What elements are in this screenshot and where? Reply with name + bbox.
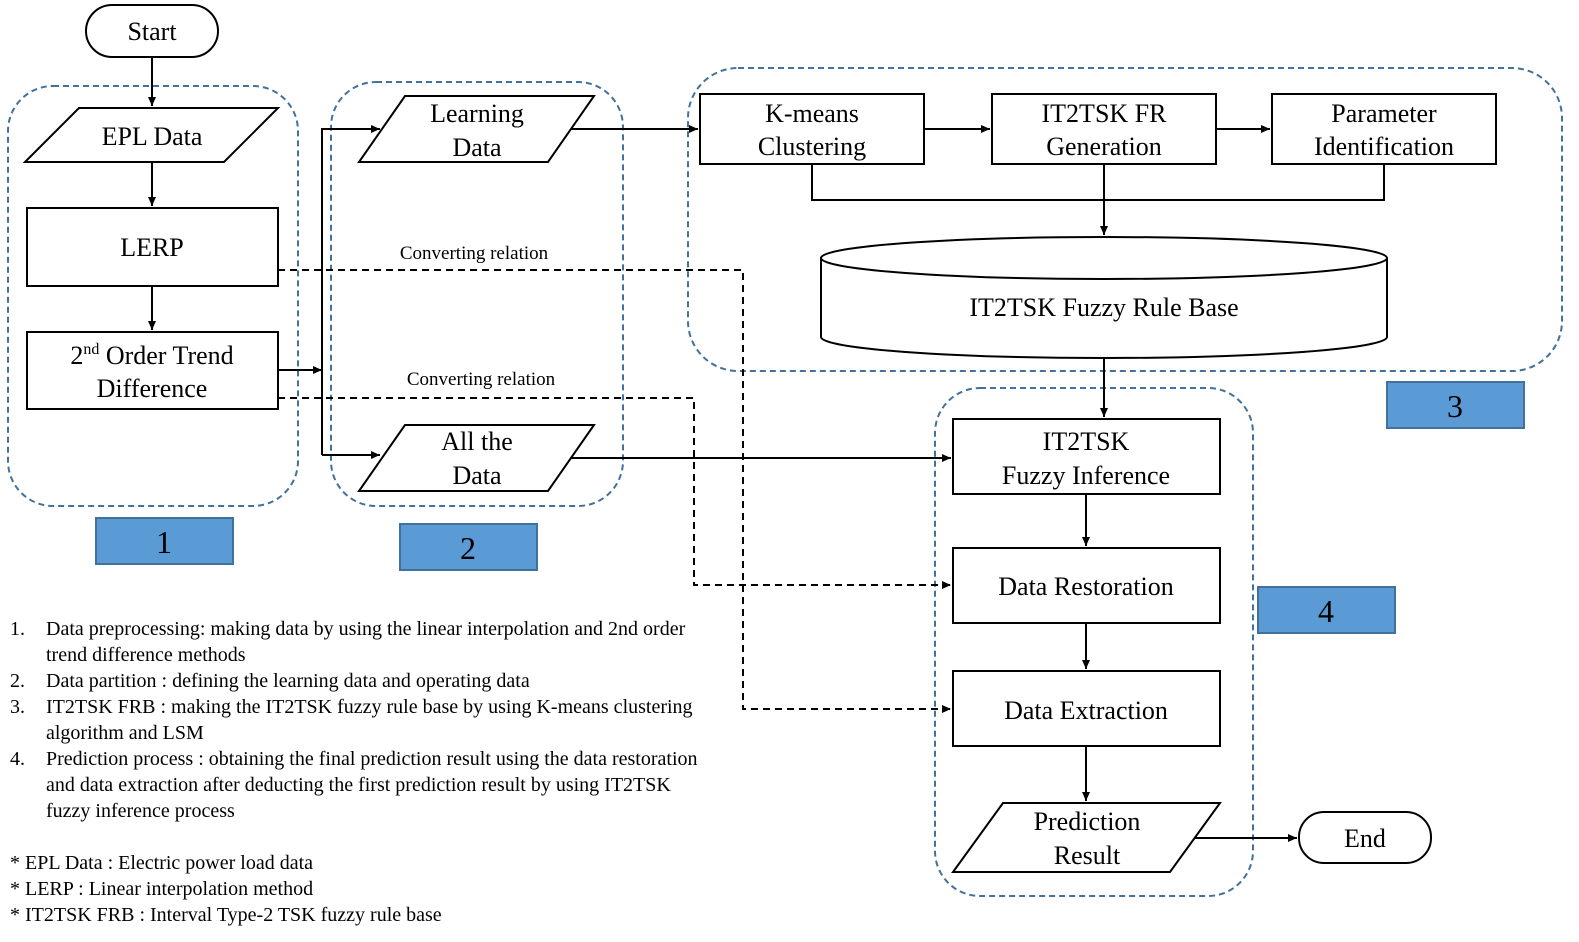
trend-difference-line2: Difference (97, 374, 208, 403)
legend-item-number: 4. (10, 748, 25, 770)
all-data-node (357, 424, 596, 492)
kmeans-line1: K-means (765, 99, 859, 128)
fr-generation-node (991, 93, 1217, 165)
prediction-result-line1: Prediction (1034, 807, 1141, 836)
group-4-container (934, 387, 1254, 897)
legend-item-number: 2. (10, 670, 25, 692)
legend-item: 2. Data partition : defining the learning… (10, 668, 710, 694)
parameter-line2: Identification (1314, 132, 1454, 161)
group-1-label: 1 (156, 524, 172, 560)
note-epl: * EPL Data : Electric power load data (10, 852, 314, 874)
legend-item-number: 1. (10, 618, 25, 640)
kmeans-node (699, 93, 925, 165)
epl-data-node (22, 107, 281, 163)
data-extraction-label: Data Extraction (1004, 696, 1168, 725)
converting-relation-label-2: Converting relation (407, 369, 556, 390)
legend-item-text: Data preprocessing: making data by using… (46, 618, 686, 666)
lerp-node (26, 207, 279, 287)
legend-item-text: Prediction process : obtaining the final… (46, 748, 698, 822)
group-3-container (687, 67, 1563, 372)
arrow-split-to-learning (321, 125, 380, 455)
group-2-container (330, 81, 624, 507)
data-restoration-node (952, 547, 1221, 624)
kmeans-line2: Clustering (758, 132, 866, 161)
group-1-label-box (95, 517, 234, 565)
group-4-label: 4 (1318, 593, 1334, 629)
fr-generation-line1: IT2TSK FR (1042, 99, 1168, 128)
learning-data-line2: Data (452, 133, 502, 162)
connectors (148, 57, 1385, 842)
legend-item: 3. IT2TSK FRB : making the IT2TSK fuzzy r… (10, 694, 710, 746)
fr-generation-line2: Generation (1046, 132, 1162, 161)
legend-item-text: IT2TSK FRB : making the IT2TSK fuzzy rul… (46, 696, 693, 744)
merge-kmeans-param (811, 164, 1385, 201)
epl-data-label: EPL Data (102, 122, 203, 151)
trend-difference-line1: 2nd Order Trend (70, 341, 233, 370)
group-3-label: 3 (1447, 388, 1463, 424)
group-2-label: 2 (460, 530, 476, 566)
dashed-lerp-to-extraction (278, 269, 951, 713)
group-4-label-box (1257, 586, 1396, 634)
converting-relation-label-1: Converting relation (400, 243, 549, 264)
group-2-label-box (399, 523, 538, 571)
note-lerp: * LERP : Linear interpolation method (10, 878, 314, 900)
data-restoration-label: Data Restoration (998, 572, 1173, 601)
legend: 1. Data preprocessing: making data by usi… (10, 616, 710, 928)
rule-base-label: IT2TSK Fuzzy Rule Base (969, 293, 1238, 322)
legend-item: 1. Data preprocessing: making data by usi… (10, 616, 710, 668)
legend-item-number: 3. (10, 696, 25, 718)
legend-item: 4. Prediction process : obtaining the fin… (10, 746, 710, 824)
prediction-result-line2: Result (1054, 841, 1121, 870)
learning-data-line1: Learning (430, 99, 524, 128)
dashed-trend-to-restoration (278, 397, 951, 589)
fuzzy-inference-line2: Fuzzy Inference (1002, 461, 1170, 490)
prediction-result-node (951, 802, 1222, 873)
legend-list: 1. Data preprocessing: making data by usi… (10, 616, 710, 824)
dashed-connectors (278, 269, 951, 713)
parameter-line1: Parameter (1331, 99, 1437, 128)
note-it2tsk-frb: * IT2TSK FRB : Interval Type-2 TSK fuzzy… (10, 904, 442, 926)
start-label: Start (127, 17, 177, 46)
group-3-label-box (1386, 381, 1525, 429)
end-label: End (1344, 824, 1386, 853)
rule-base-node (820, 236, 1388, 359)
learning-data-node (357, 95, 596, 163)
all-data-line1: All the (441, 427, 513, 456)
legend-item-text: Data partition : defining the learning d… (46, 670, 530, 692)
parameter-identification-node (1271, 93, 1497, 165)
end-terminal (1298, 811, 1432, 864)
fuzzy-inference-node (952, 418, 1221, 495)
lerp-label: LERP (120, 233, 184, 262)
all-data-line2: Data (452, 461, 502, 490)
fuzzy-inference-line1: IT2TSK (1043, 427, 1130, 456)
abbreviation-notes: * EPL Data : Electric power load data * … (10, 850, 710, 928)
